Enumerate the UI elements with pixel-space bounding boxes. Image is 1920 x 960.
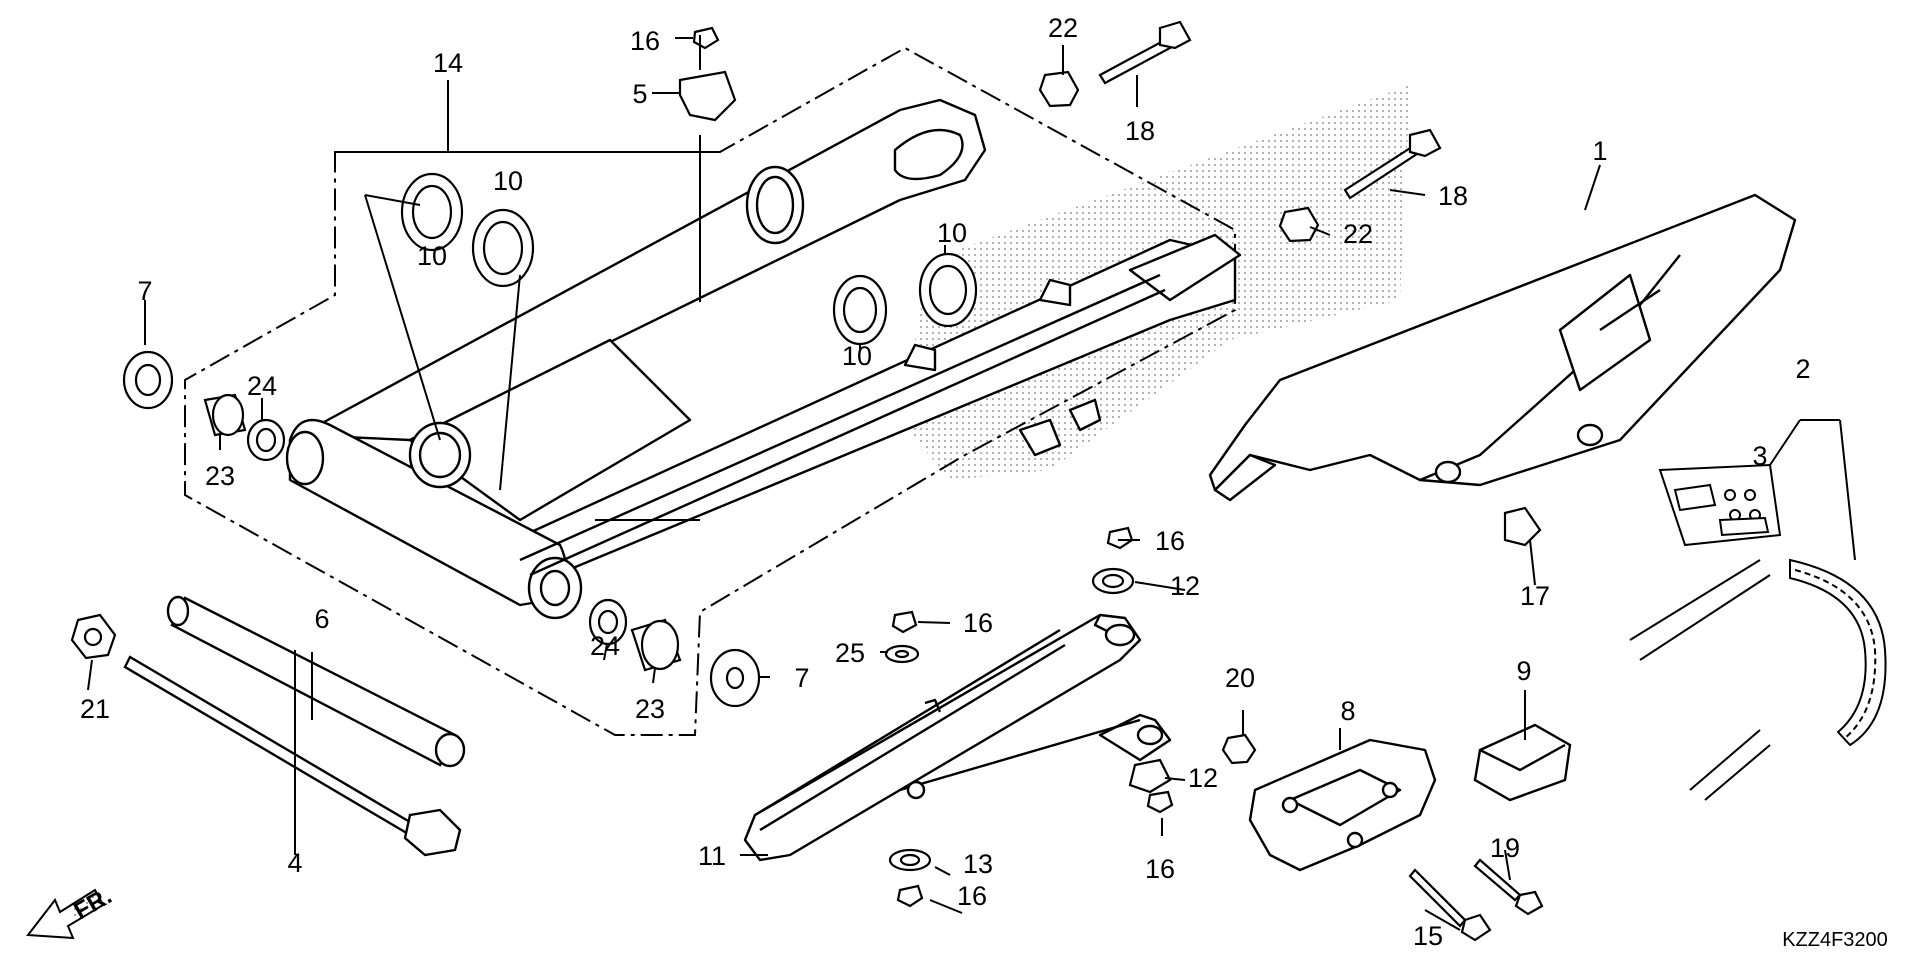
master-link-kit: [1658, 463, 1782, 547]
guide-slider: [1473, 723, 1572, 802]
callout-18-b: 18: [1438, 181, 1468, 211]
callout-2: 2: [1795, 354, 1810, 384]
callout-5: 5: [632, 79, 647, 109]
callout-12-b: 12: [1188, 763, 1218, 793]
callout-7-left: 7: [137, 276, 152, 306]
callout-10-a: 10: [417, 241, 447, 271]
callout-11: 11: [698, 841, 726, 871]
callout-18-a: 18: [1125, 116, 1155, 146]
front-arrow-icon: [26, 888, 105, 940]
callout-24-right: 24: [590, 631, 620, 661]
pivot-bolt: [123, 655, 462, 857]
callout-25: 25: [835, 638, 865, 668]
callout-23-right: 23: [635, 694, 665, 724]
chain-slider: [743, 613, 1172, 862]
drawing-code: KZZ4F3200: [1782, 929, 1888, 951]
callout-22-b: 22: [1343, 219, 1373, 249]
callout-10-c: 10: [842, 341, 872, 371]
callout-10-d: 10: [937, 218, 967, 248]
callout-9: 9: [1516, 656, 1531, 686]
callout-20: 20: [1225, 663, 1255, 693]
drive-chain: [1629, 558, 1887, 801]
callout-1: 1: [1592, 136, 1607, 166]
callout-22-a: 22: [1048, 13, 1078, 43]
callout-10-b: 10: [493, 166, 523, 196]
callout-16-e: 16: [957, 881, 987, 911]
callout-23-left: 23: [205, 461, 235, 491]
callout-21: 21: [80, 694, 110, 724]
callout-19: 19: [1490, 833, 1520, 863]
pivot-collar: [166, 595, 466, 768]
callout-13: 13: [963, 849, 993, 879]
swingarm: [285, 98, 1242, 620]
callout-15: 15: [1413, 921, 1443, 951]
assembly-boundary: [184, 46, 1236, 736]
callout-16-a: 16: [630, 26, 660, 56]
callout-16-b: 16: [1155, 526, 1185, 556]
chain-case: [1208, 193, 1797, 502]
chain-guide: [1248, 738, 1437, 872]
callout-7-right: 7: [794, 663, 809, 693]
callout-labels: 1 2 3 4 5 6 7 7 8 9 10 10 10 10 11 12 12…: [80, 13, 1811, 951]
callout-16-c: 16: [963, 608, 993, 638]
callout-12-a: 12: [1170, 571, 1200, 601]
small-parts: [70, 20, 1544, 942]
callout-17: 17: [1520, 581, 1550, 611]
callout-6: 6: [314, 604, 329, 634]
callout-8: 8: [1340, 696, 1355, 726]
leader-lines: [87, 35, 1856, 931]
callout-24-left: 24: [247, 371, 277, 401]
callout-4: 4: [287, 848, 302, 878]
callout-16-d: 16: [1145, 854, 1175, 884]
callout-14: 14: [433, 48, 463, 78]
callout-3: 3: [1752, 441, 1767, 471]
